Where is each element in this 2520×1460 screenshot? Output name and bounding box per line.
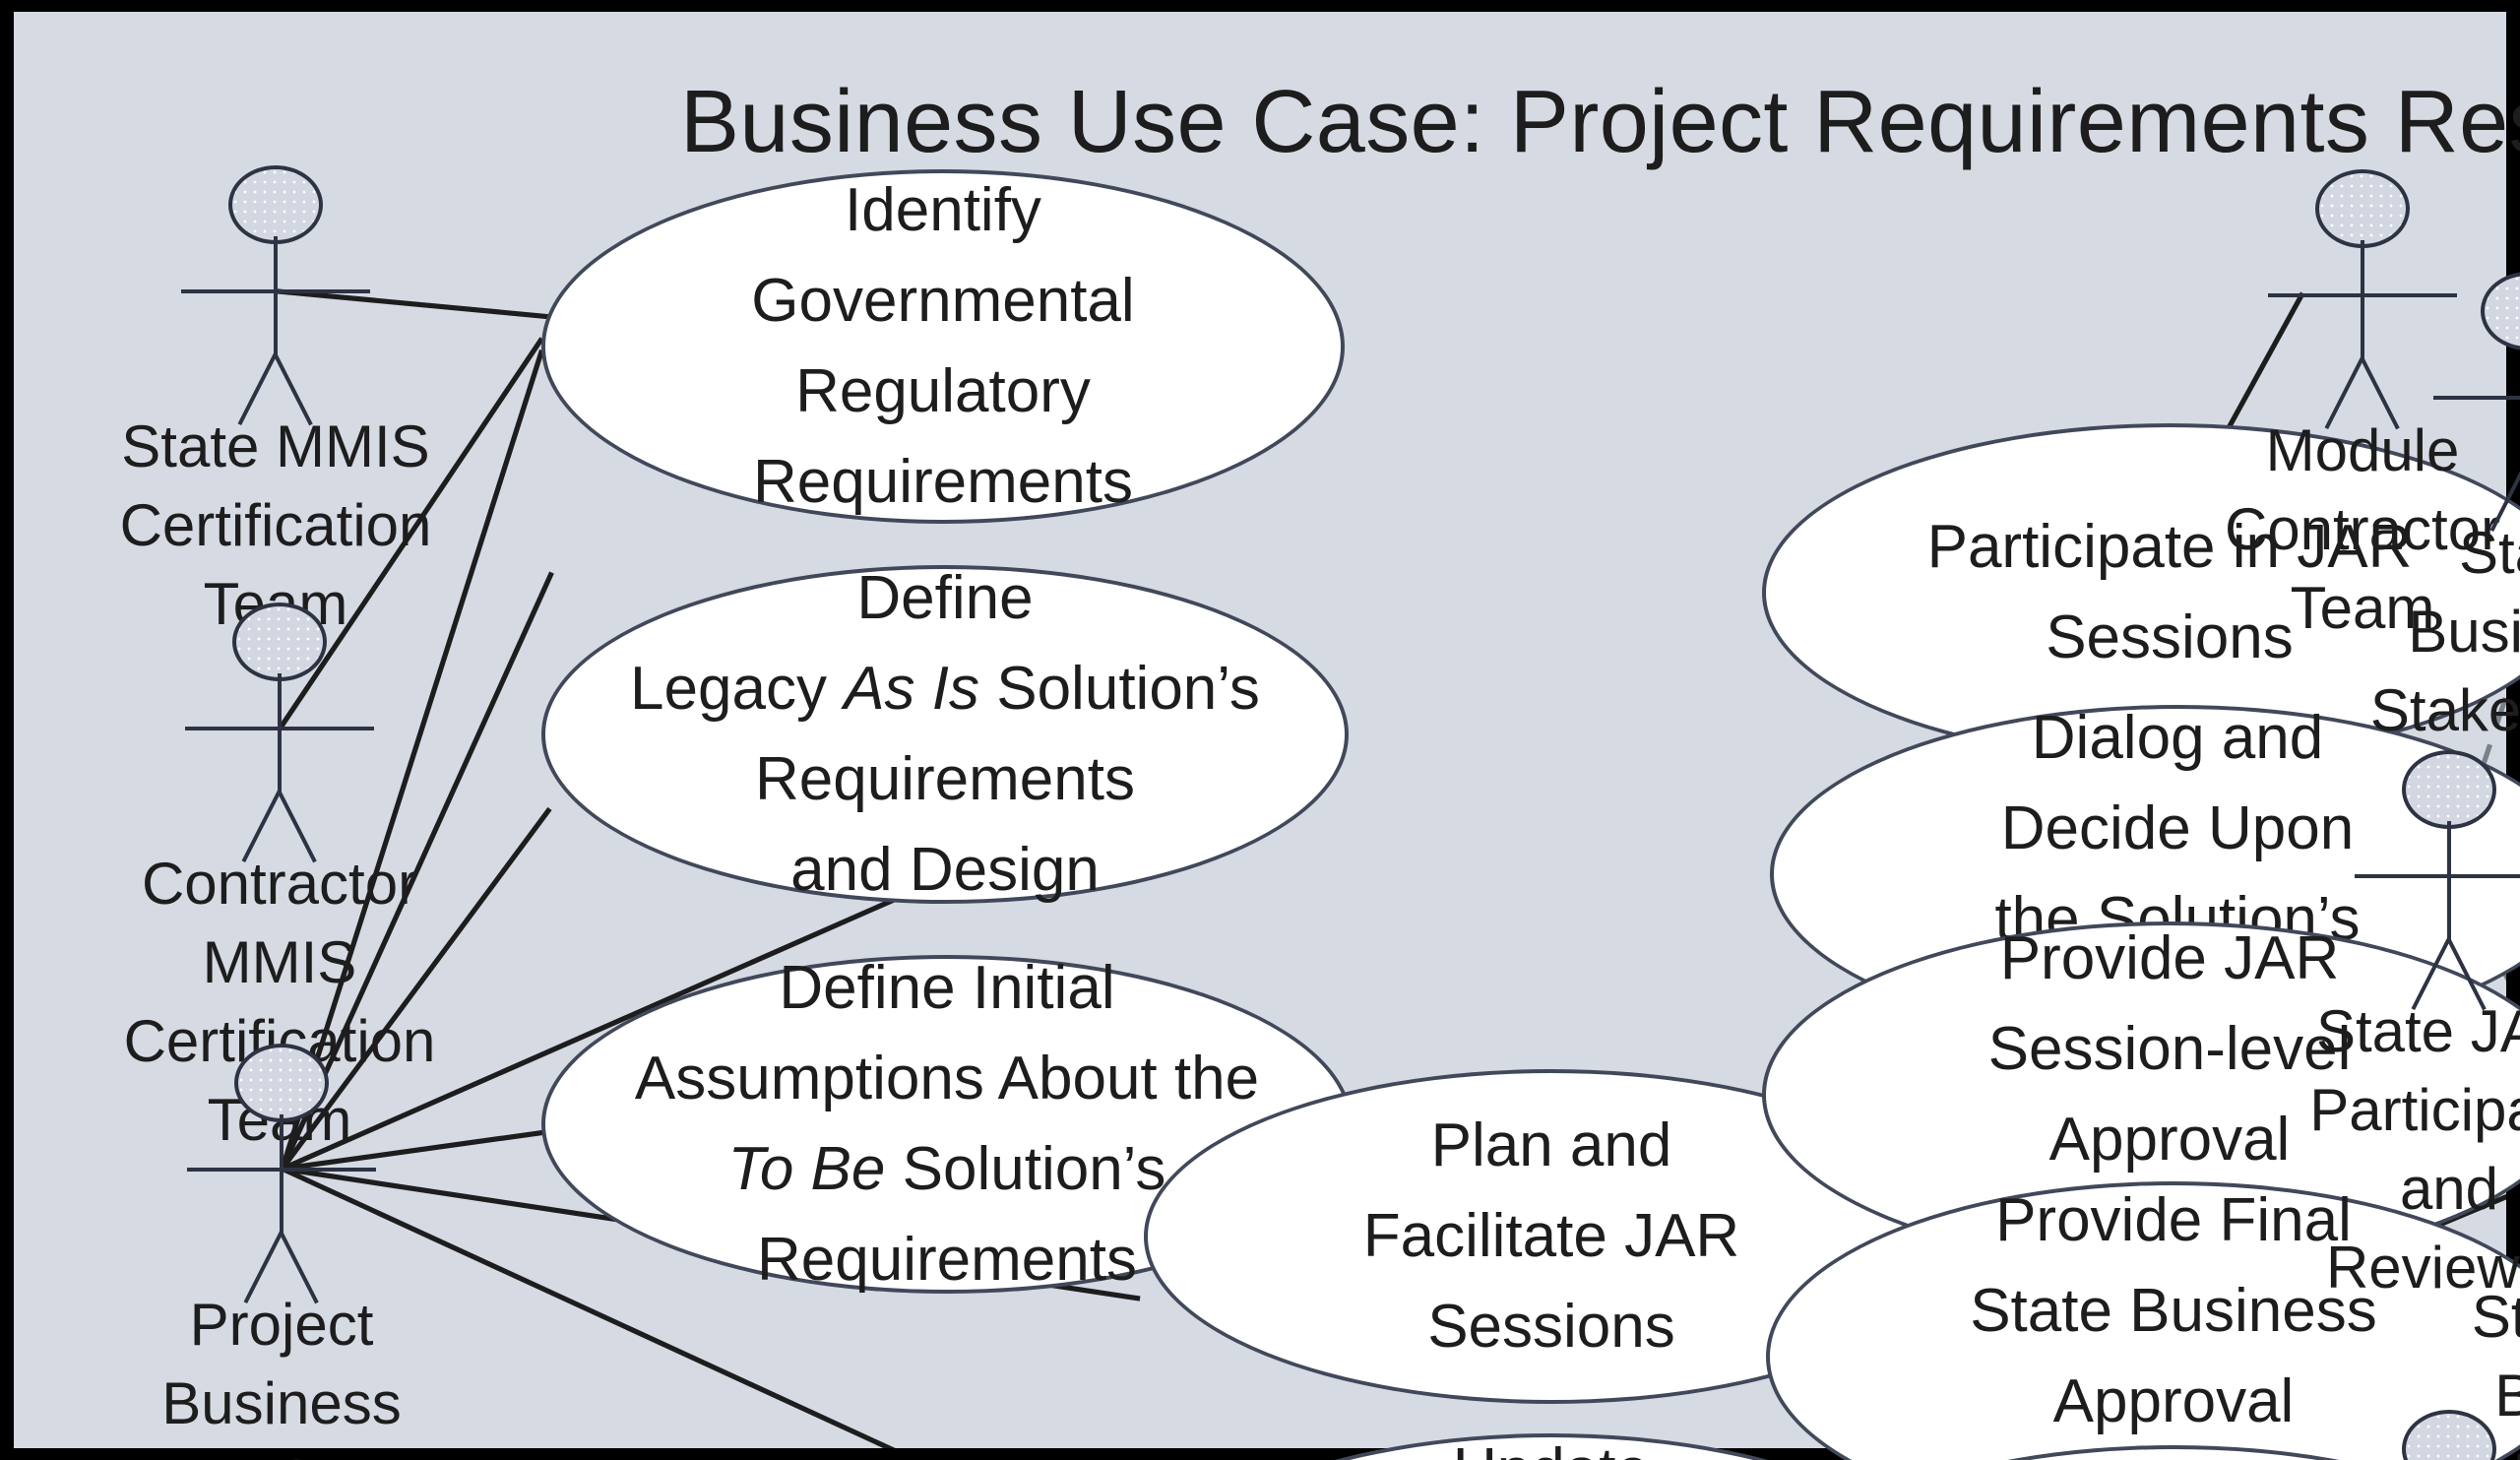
page-title: Business Use Case: Project Requirements … (679, 71, 2520, 171)
actor-figure (2195, 169, 2520, 430)
actor-state-jar-participant-and-reviewer[interactable]: State JAR Participant and Reviewer (2282, 750, 2520, 1309)
assoc-a3-uc2 (280, 571, 554, 1171)
actor-figure (112, 603, 447, 863)
actor-arms-icon (2268, 293, 2457, 298)
actor-figure (2447, 1036, 2520, 1268)
actor-arms-icon (2355, 874, 2520, 879)
assoc-a2-uc1 (278, 337, 544, 730)
actor-head-icon (234, 1044, 329, 1122)
actor-body-icon (279, 1114, 284, 1237)
actor-state-mmis-certification-team-left[interactable]: State MMIS Certification Team (108, 165, 443, 646)
actor-label: Project Business Analyst Team (161, 1294, 402, 1460)
content-layer: Business Use Case: Project Requirements … (14, 12, 2520, 1460)
actor-arms-icon (181, 289, 370, 294)
actor-label: State Business Stakeholder (2369, 522, 2520, 744)
assoc-a3-uc1 (280, 349, 544, 1170)
actor-figure (2282, 750, 2520, 1011)
actor-project-business-analyst-team[interactable]: Project Business Analyst Team (114, 1044, 449, 1460)
actor-state-lead-business-domain-sme[interactable]: State Lead Business Domain SME (2447, 1036, 2520, 1460)
actor-label: State JAR Participant and Reviewer (2309, 1000, 2520, 1301)
actor-head-icon (2402, 1410, 2496, 1460)
actor-body-icon (277, 673, 283, 795)
diagram-board: Business Use Case: Project Requirements … (14, 12, 2520, 1460)
actor-module-contractor-team[interactable]: Module Contractor Team (2195, 169, 2520, 650)
actor-head-icon (2315, 169, 2410, 248)
actor-state-business-stakeholder[interactable]: State Business Stakeholder (2361, 272, 2520, 752)
gen-a5-a7 (2454, 687, 2506, 853)
actor-body-icon (273, 236, 279, 358)
actor-figure (2361, 272, 2520, 533)
actor-label: Contractor MMIS Certification Team (123, 853, 436, 1154)
actor-head-icon (2402, 750, 2496, 829)
actor-label: State Lead Business Domain SME (2471, 1286, 2520, 1460)
assoc-a3-uc3 (280, 806, 552, 1171)
actor-federal-cms-auditor[interactable]: Federal (CMS) Auditor (2282, 1410, 2520, 1460)
assoc-a1-uc1 (276, 288, 550, 320)
actor-contractor-mmis-certification-team[interactable]: Contractor MMIS Certification Team (112, 603, 447, 1162)
actor-head-icon (228, 165, 323, 244)
assoc-a3-uc7 (281, 1166, 896, 1448)
actor-body-icon (2360, 240, 2365, 362)
actor-head-icon (232, 603, 327, 681)
actor-figure (2282, 1410, 2520, 1460)
actor-head-icon (2481, 272, 2520, 350)
usecase-label: UpdateRequirementsSet with StakeholderFe… (1148, 1426, 1955, 1460)
actor-arms-icon (187, 1168, 376, 1173)
actor-label: State MMIS Certification Team (119, 415, 432, 638)
actor-arms-icon (185, 727, 374, 731)
actor-label: Module Contractor Team (2224, 419, 2501, 642)
actor-figure (108, 165, 443, 426)
actor-body-icon (2446, 821, 2452, 943)
actor-figure (114, 1044, 449, 1304)
actor-arms-icon (2433, 396, 2520, 401)
